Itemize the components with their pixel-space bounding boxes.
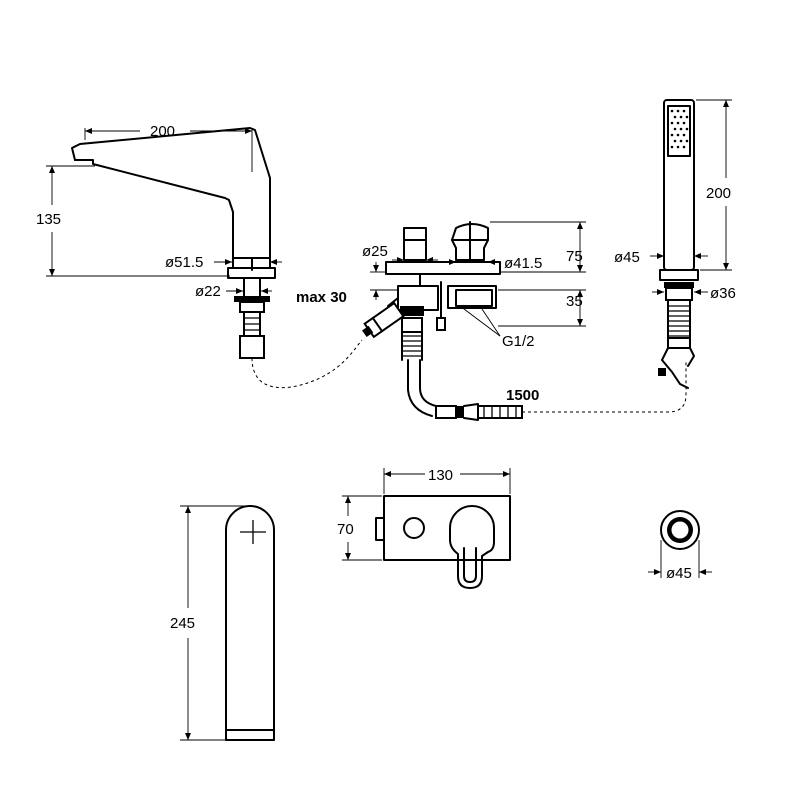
dim-spout-shank-dia: ø22	[195, 283, 221, 300]
dim-plate-height: 70	[337, 521, 354, 538]
handshower-hose	[435, 360, 687, 421]
spout-dimensions: 200 135 ø51.5 ø22	[36, 123, 282, 300]
handshower-dimensions: 200 ø45 ø36	[614, 99, 736, 302]
control-plate-front-view: 130 70	[337, 467, 511, 589]
valve-dimensions: ø25 ø41.5 75 35 max 30 G1/2 1500	[296, 221, 586, 404]
spray-nozzles	[670, 109, 689, 149]
dim-valve-body-dia: ø41.5	[504, 255, 542, 272]
dim-handshower-base-dia: ø36	[710, 285, 736, 302]
dim-spout-base-dia: ø51.5	[165, 254, 203, 271]
dim-hose-length: 1500	[506, 387, 539, 404]
mixer-valve	[362, 221, 501, 417]
spout-top-view: 245	[170, 505, 275, 741]
dim-spout-width: 200	[150, 123, 175, 140]
spout-side-view	[71, 127, 276, 359]
dim-handshower-height: 200	[706, 185, 731, 202]
dim-holder-dia: ø45	[666, 565, 692, 582]
dim-thread: G1/2	[502, 333, 535, 350]
dim-spout-height: 135	[36, 211, 61, 228]
dim-valve-below: 35	[566, 293, 583, 310]
holder-top-view: ø45	[648, 510, 712, 582]
dim-plate-width: 130	[428, 467, 453, 484]
dim-valve-height: 75	[566, 248, 583, 265]
dim-valve-stem-dia: ø25	[362, 243, 388, 260]
handshower	[658, 99, 699, 389]
dim-deck-thickness: max 30	[296, 289, 347, 306]
dim-handshower-dia: ø45	[614, 249, 640, 266]
dim-spout-depth: 245	[170, 615, 195, 632]
spout-hose	[251, 339, 363, 389]
